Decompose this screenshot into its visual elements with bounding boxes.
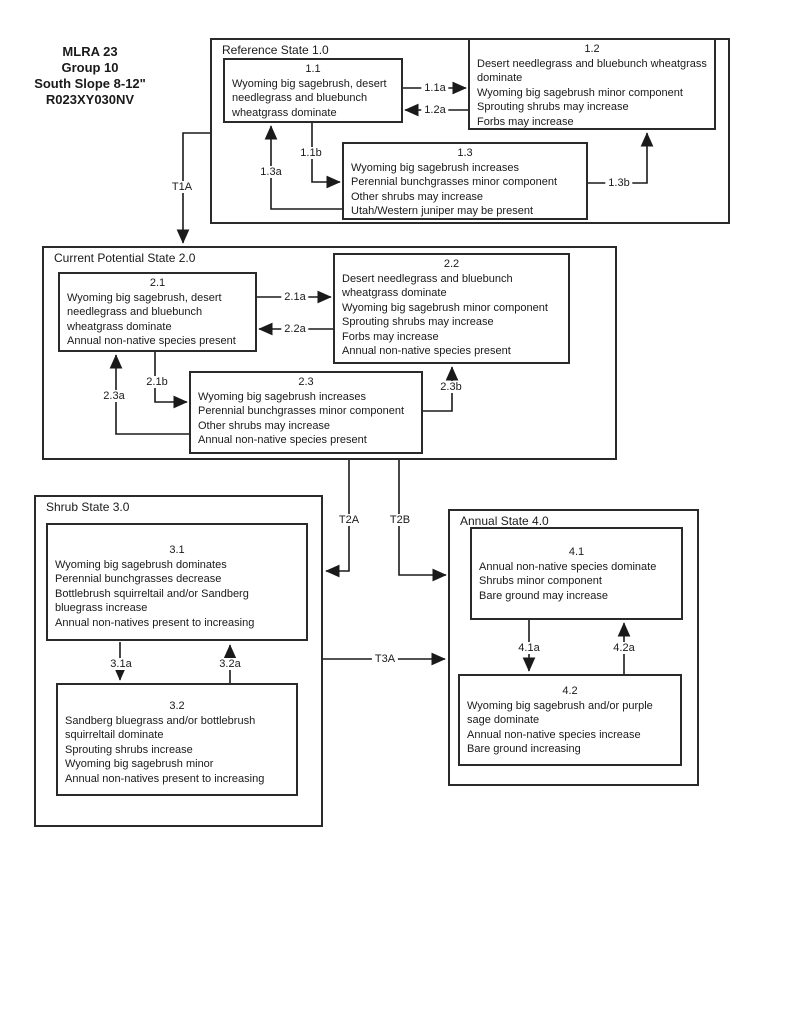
arrow-label-2-3a: 2.3a xyxy=(100,390,128,402)
arrow-label-1-2a: 1.2a xyxy=(421,104,449,116)
community-number: 4.1 xyxy=(568,546,585,558)
community-line: Annual non-native species present xyxy=(342,345,511,357)
community-line: Perennial bunchgrasses decrease xyxy=(55,573,222,585)
state-label: Shrub State 3.0 xyxy=(44,500,132,515)
community-line: Utah/Western juniper may be present xyxy=(351,205,533,217)
state-box-shrub-3-0: Shrub State 3.0 xyxy=(34,495,323,827)
arrow-label-t1a: T1A xyxy=(168,181,196,193)
community-line: Wyoming big sagebrush minor xyxy=(65,758,214,770)
arrow-label-1-1a: 1.1a xyxy=(421,82,449,94)
community-number: 1.2 xyxy=(584,43,600,55)
community-number: 3.2 xyxy=(169,700,185,712)
title-line: R023XY030NV xyxy=(45,92,135,107)
title-line: MLRA 23 xyxy=(62,44,118,59)
state-label: Current Potential State 2.0 xyxy=(52,251,198,266)
community-line: Perennial bunchgrasses minor component xyxy=(198,405,405,417)
community-number: 2.2 xyxy=(443,258,460,270)
community-line: Sandberg bluegrass and/or bottlebrush sq… xyxy=(65,714,256,742)
community-line: Sprouting shrubs increase xyxy=(65,743,193,756)
community-line: Annual non-native species present xyxy=(67,335,236,347)
arrow-label-1-3a: 1.3a xyxy=(257,166,285,178)
title-line: South Slope 8-12" xyxy=(34,76,146,91)
community-line: Wyoming big sagebrush increases xyxy=(198,390,367,403)
arrow-label-t2a: T2A xyxy=(335,514,363,526)
community-line: Annual non-native species increase xyxy=(467,728,641,741)
community-box-3-1: 3.1 Wyoming big sagebrush dominates Pere… xyxy=(46,523,308,641)
arrow-label-3-2a: 3.2a xyxy=(216,658,244,670)
arrow-label-1-3b: 1.3b xyxy=(605,177,633,189)
title-line: Group 10 xyxy=(61,60,119,75)
community-line: Wyoming big sagebrush increases xyxy=(351,161,520,174)
community-line: Desert needlegrass and bluebunch wheatgr… xyxy=(342,272,513,300)
community-line: Wyoming big sagebrush and/or purple sage… xyxy=(467,699,653,727)
arrow-label-t3a: T3A xyxy=(371,653,399,665)
community-line: Wyoming big sagebrush minor component xyxy=(342,301,548,314)
community-line: Sprouting shrubs may increase xyxy=(477,101,629,113)
arrow-label-4-2a: 4.2a xyxy=(610,642,638,654)
community-number: 4.2 xyxy=(562,685,578,697)
arrow-label-2-1b: 2.1b xyxy=(143,376,171,388)
community-line: Bottlebrush squirreltail and/or Sandberg… xyxy=(55,587,249,615)
community-box-4-1: 4.1 Annual non-native species dominate S… xyxy=(470,527,683,620)
arrow-label-4-1a: 4.1a xyxy=(515,642,543,654)
community-line: Annual non-native species present xyxy=(198,434,367,446)
community-number: 3.1 xyxy=(169,544,185,556)
community-box-2-3: 2.3 Wyoming big sagebrush increases Pere… xyxy=(189,371,423,454)
arrow-label-3-1a: 3.1a xyxy=(107,658,135,670)
community-box-4-2: 4.2 Wyoming big sagebrush and/or purple … xyxy=(458,674,682,766)
community-line: Desert needlegrass and bluebunch wheatgr… xyxy=(477,57,707,85)
arrow-label-2-1a: 2.1a xyxy=(281,291,309,303)
community-line: Annual non-native species dominate xyxy=(479,560,657,573)
state-label: Reference State 1.0 xyxy=(220,43,331,58)
community-line: Shrubs minor component xyxy=(479,575,602,587)
community-line: Annual non-natives present to increasing xyxy=(65,772,265,785)
community-line: Sprouting shrubs may increase xyxy=(342,316,494,328)
state-label: Annual State 4.0 xyxy=(458,514,551,529)
arrow-label-1-1b: 1.1b xyxy=(297,147,325,159)
state-box-current-potential-2-0: Current Potential State 2.0 xyxy=(42,246,617,460)
community-line: Wyoming big sagebrush, desert needlegras… xyxy=(67,291,222,333)
community-line: Other shrubs may increase xyxy=(351,190,484,203)
community-box-2-1: 2.1 Wyoming big sagebrush, desert needle… xyxy=(58,272,257,352)
community-box-1-2: 1.2 Desert needlegrass and bluebunch whe… xyxy=(468,38,716,130)
community-box-2-2: 2.2 Desert needlegrass and bluebunch whe… xyxy=(333,253,570,364)
community-line: Forbs may increase xyxy=(477,115,574,128)
community-line: Forbs may increase xyxy=(342,330,439,343)
community-line: Wyoming big sagebrush dominates xyxy=(55,558,227,571)
community-line: Other shrubs may increase xyxy=(198,419,331,432)
community-line: Wyoming big sagebrush minor component xyxy=(477,86,683,99)
community-line: Bare ground increasing xyxy=(467,743,581,755)
site-title-block: MLRA 23 Group 10 South Slope 8-12" R023X… xyxy=(9,44,171,108)
community-line: Wyoming big sagebrush, desert needlegras… xyxy=(232,77,387,119)
community-box-3-2: 3.2 Sandberg bluegrass and/or bottlebrus… xyxy=(56,683,298,796)
community-box-1-1: 1.1 Wyoming big sagebrush, desert needle… xyxy=(223,58,403,123)
community-line: Bare ground may increase xyxy=(479,589,609,602)
community-number: 2.3 xyxy=(298,376,314,388)
community-number: 2.1 xyxy=(149,277,166,289)
community-line: Perennial bunchgrasses minor component xyxy=(351,176,558,188)
community-number: 1.1 xyxy=(305,63,321,75)
arrow-label-2-2a: 2.2a xyxy=(281,323,309,335)
arrow-label-2-3b: 2.3b xyxy=(437,381,465,393)
community-box-1-3: 1.3 Wyoming big sagebrush increases Pere… xyxy=(342,142,588,220)
community-number: 1.3 xyxy=(457,147,473,159)
arrow-label-t2b: T2B xyxy=(386,514,414,526)
state-box-annual-4-0: Annual State 4.0 xyxy=(448,509,699,786)
community-line: Annual non-natives present to increasing xyxy=(55,616,255,629)
